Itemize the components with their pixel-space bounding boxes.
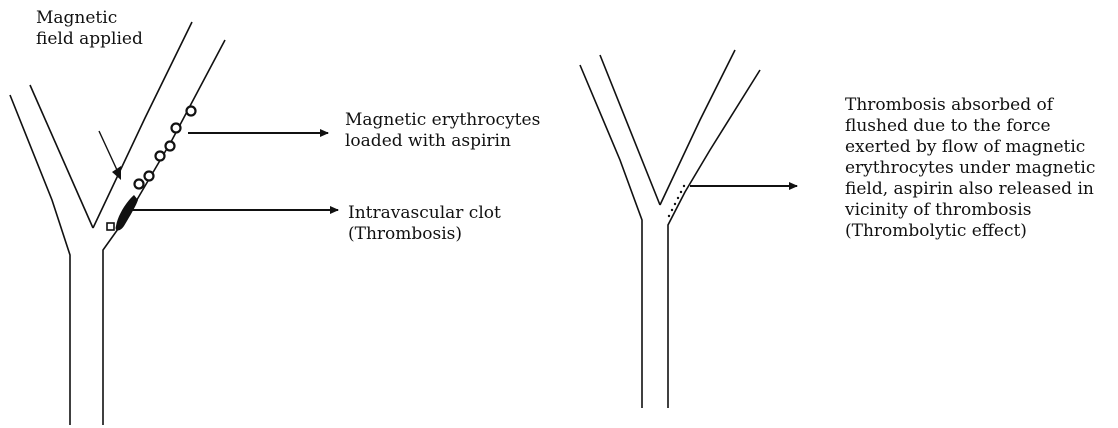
vessel-after-right-branch-lower-wall: [668, 70, 760, 408]
magnetic-field-label: Magnetic field applied: [36, 8, 143, 50]
vessel-before-left-outer-wall: [10, 95, 70, 425]
remnant-dot: [677, 197, 679, 199]
intravascular-clot-label: Intravascular clot (Thrombosis): [348, 203, 501, 245]
magnetic-erythrocytes-label: Magnetic erythrocytes loaded with aspiri…: [345, 110, 540, 152]
remnant-dot: [683, 185, 685, 187]
vessel-after-left-outer-wall: [580, 65, 642, 408]
magnetic-erythrocytes: [135, 107, 196, 189]
remnant-dot: [668, 215, 670, 217]
erythrocyte: [156, 152, 165, 161]
magnetic-field-arrow: [99, 131, 117, 170]
vessel-before-left-inner-wall: [30, 85, 93, 228]
intravascular-clot: [107, 195, 138, 231]
erythrocyte: [187, 107, 196, 116]
remnant-dot: [674, 203, 676, 205]
thrombolytic-effect-label: Thrombosis absorbed of flushed due to th…: [845, 95, 1095, 242]
clot-fragment: [107, 223, 114, 230]
vessel-after-left-inner-wall: [600, 55, 660, 205]
erythrocyte: [145, 172, 154, 181]
vessel-after: [580, 50, 760, 408]
remnant-dot: [680, 191, 682, 193]
vessel-before-right-branch-lower-wall: [103, 40, 225, 425]
erythrocyte: [166, 142, 175, 151]
remnant-dot: [671, 209, 673, 211]
dissolved-clot-remnant: [668, 185, 685, 217]
erythrocyte: [135, 180, 144, 189]
clot-mass: [116, 195, 138, 231]
erythrocyte: [172, 124, 181, 133]
